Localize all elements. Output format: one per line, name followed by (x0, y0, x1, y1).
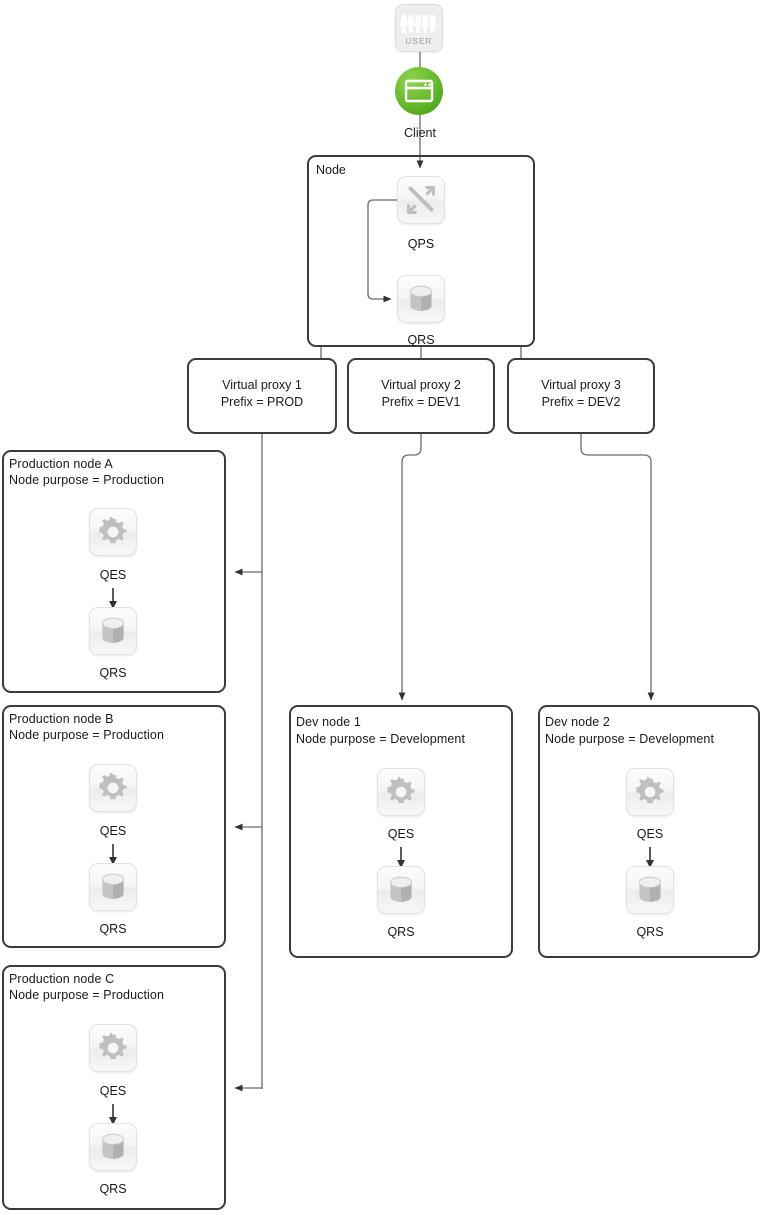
prod-c-qes-label: QES (99, 1084, 127, 1098)
production-node-b-title: Production node B (9, 712, 114, 726)
prod-a-qes-label: QES (99, 568, 127, 582)
prod-a-qes-gear-icon (89, 508, 137, 556)
dev2-qrs-label: QRS (636, 925, 664, 939)
dev-node-1-purpose: Node purpose = Development (296, 732, 466, 746)
virtual-proxy-1-prefix: Prefix = PROD (220, 395, 304, 409)
production-node-a-purpose: Node purpose = Production (9, 473, 165, 487)
production-node-c-title: Production node C (9, 972, 115, 986)
node-container-label: Node (316, 163, 346, 177)
virtual-proxy-3[interactable]: Virtual proxy 3 Prefix = DEV2 (507, 358, 655, 434)
prod-b-qrs-label: QRS (99, 922, 127, 936)
prod-a-qrs-database-icon (89, 607, 137, 655)
dev2-qes-gear-icon (626, 768, 674, 816)
production-node-a (2, 450, 226, 693)
dev-node-2 (538, 705, 760, 958)
virtual-proxy-2-name: Virtual proxy 2 (381, 378, 461, 392)
dev1-internal-arrow (397, 847, 405, 868)
production-node-c-purpose: Node purpose = Production (9, 988, 165, 1002)
prod-c-internal-arrow (109, 1104, 117, 1125)
prod-a-qrs-label: QRS (99, 666, 127, 680)
virtual-proxy-2[interactable]: Virtual proxy 2 Prefix = DEV1 (347, 358, 495, 434)
client-icon (395, 67, 443, 115)
user-icon: USER (395, 4, 443, 52)
virtual-proxy-2-prefix: Prefix = DEV1 (381, 395, 461, 409)
production-node-b-purpose: Node purpose = Production (9, 728, 165, 742)
dev1-qrs-label: QRS (387, 925, 415, 939)
dev1-qes-gear-icon (377, 768, 425, 816)
prod-b-qes-label: QES (99, 824, 127, 838)
dev1-qes-label: QES (387, 827, 415, 841)
qps-label: QPS (407, 237, 435, 251)
node-qrs-database-icon (397, 275, 445, 323)
prod-c-qrs-label: QRS (99, 1182, 127, 1196)
virtual-proxy-3-name: Virtual proxy 3 (541, 378, 621, 392)
dev-node-2-purpose: Node purpose = Development (545, 732, 715, 746)
dev-node-2-title: Dev node 2 (545, 715, 610, 729)
qps-proxy-icon (397, 176, 445, 224)
production-node-b (2, 705, 226, 948)
dev2-internal-arrow (646, 847, 654, 868)
node-container (307, 155, 535, 347)
dev-node-1 (289, 705, 513, 958)
prod-c-qrs-database-icon (89, 1123, 137, 1171)
dev-node-1-title: Dev node 1 (296, 715, 361, 729)
user-icon-text: USER (405, 37, 432, 46)
node-qrs-label: QRS (407, 333, 435, 347)
wire-vp3-to-dev2 (580, 434, 655, 701)
virtual-proxy-1-name: Virtual proxy 1 (222, 378, 302, 392)
production-node-a-title: Production node A (9, 457, 113, 471)
wire-vp2-to-dev1 (398, 434, 422, 701)
prod-a-internal-arrow (109, 588, 117, 609)
prod-b-qrs-database-icon (89, 863, 137, 911)
dev1-qrs-database-icon (377, 866, 425, 914)
prod-c-qes-gear-icon (89, 1024, 137, 1072)
virtual-proxy-1[interactable]: Virtual proxy 1 Prefix = PROD (187, 358, 337, 434)
production-node-c (2, 965, 226, 1210)
client-label: Client (404, 126, 436, 140)
dev2-qes-label: QES (636, 827, 664, 841)
prod-b-qes-gear-icon (89, 764, 137, 812)
prod-b-internal-arrow (109, 844, 117, 865)
virtual-proxy-3-prefix: Prefix = DEV2 (541, 395, 621, 409)
dev2-qrs-database-icon (626, 866, 674, 914)
